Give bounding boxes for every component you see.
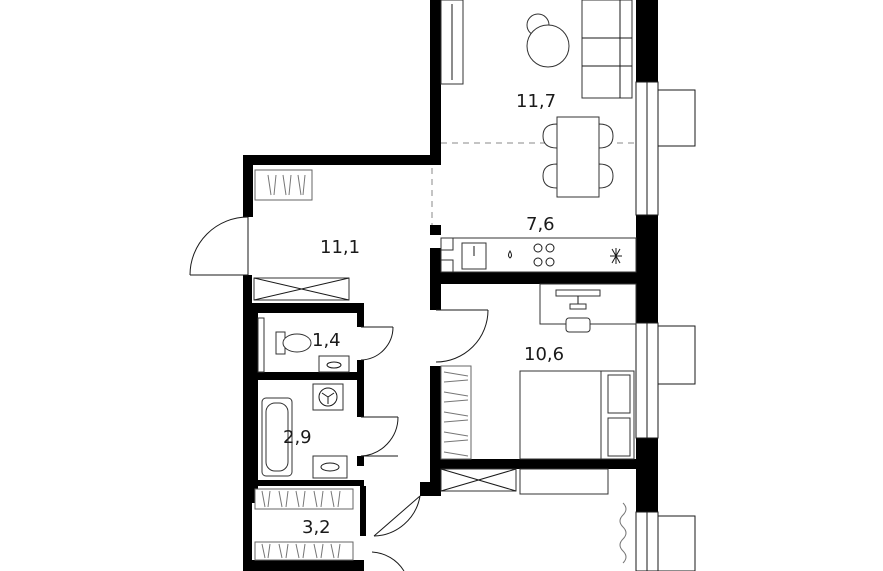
wc-door xyxy=(360,326,394,361)
wall-bedroom-bottom xyxy=(430,459,642,469)
hob-icon xyxy=(533,243,543,253)
desk-chair xyxy=(565,317,591,333)
room-area-living: 11,7 xyxy=(516,91,556,112)
walls xyxy=(243,0,658,571)
coffee-table xyxy=(526,24,570,68)
bed xyxy=(519,370,635,460)
wall-west-lower xyxy=(243,275,252,571)
desk xyxy=(539,283,637,333)
hall-wardrobe xyxy=(254,169,313,201)
doors xyxy=(189,216,489,571)
sofa xyxy=(581,0,633,99)
toilet-icon xyxy=(275,331,312,355)
lower-cabinet xyxy=(440,468,609,495)
entrance-door xyxy=(189,216,249,276)
wall-bath-east xyxy=(357,456,364,466)
room-area-bedroom: 10,6 xyxy=(524,344,564,365)
hall-shoe-cabinet xyxy=(253,277,350,301)
wall-hall-west-upper xyxy=(243,155,253,217)
bedroom-wardrobe xyxy=(440,365,472,460)
room-area-bathroom: 2,9 xyxy=(283,427,312,448)
wall-bath-bottom xyxy=(252,480,364,486)
washing-machine-icon xyxy=(312,383,344,411)
wall-corridor-stub xyxy=(420,482,441,496)
drop-icon xyxy=(508,250,512,259)
room-area-wc: 1,4 xyxy=(312,330,341,351)
window-bedroom xyxy=(635,322,696,439)
wall-hall-top xyxy=(243,155,441,165)
windows xyxy=(619,81,696,571)
wc-shelf xyxy=(257,317,265,373)
wall-storage-east xyxy=(360,486,366,536)
wall-wc-east-b xyxy=(357,360,364,417)
wall-wc-east-a xyxy=(357,313,364,327)
room-labels: 11,7 7,6 11,1 1,4 10,6 2,9 3,2 xyxy=(283,91,564,538)
bathroom-door xyxy=(360,416,399,457)
room-area-hall: 11,1 xyxy=(320,237,360,258)
wall-east-1 xyxy=(636,0,658,82)
furniture xyxy=(253,0,637,561)
wall-east-2 xyxy=(636,215,658,323)
lower-door-arc xyxy=(371,551,405,571)
wall-bedroom-west xyxy=(430,366,441,496)
storage-door xyxy=(373,495,421,537)
wall-wc-bath xyxy=(252,372,364,380)
wall-living-west xyxy=(430,0,441,162)
storage-shelving-top xyxy=(254,488,354,510)
wall-wc-top xyxy=(243,303,364,313)
wc-sink-icon xyxy=(318,355,350,373)
dining-set xyxy=(542,116,614,198)
bathtub-icon xyxy=(261,397,293,477)
window-living xyxy=(635,81,696,216)
room-area-storage: 3,2 xyxy=(302,517,331,538)
wall-wet-west xyxy=(252,313,258,503)
asterisk-icon xyxy=(610,248,622,264)
kitchen-counter xyxy=(440,237,637,273)
wall-kitchen-bedroom xyxy=(430,272,644,284)
room-area-kitchen: 7,6 xyxy=(526,214,555,235)
wall-east-3 xyxy=(636,438,658,512)
cabinet-icon xyxy=(440,237,454,251)
wall-storage-bottom xyxy=(252,560,364,571)
lower-shelf xyxy=(519,468,609,495)
window-lower xyxy=(635,511,696,571)
bath-sink-icon xyxy=(312,455,348,479)
wall-kitchen-stub xyxy=(430,225,441,235)
bedroom-door xyxy=(435,309,489,363)
wall-kitchen-west xyxy=(430,248,441,310)
curtain-lower xyxy=(619,502,627,564)
storage-shelving-bottom xyxy=(254,541,354,561)
